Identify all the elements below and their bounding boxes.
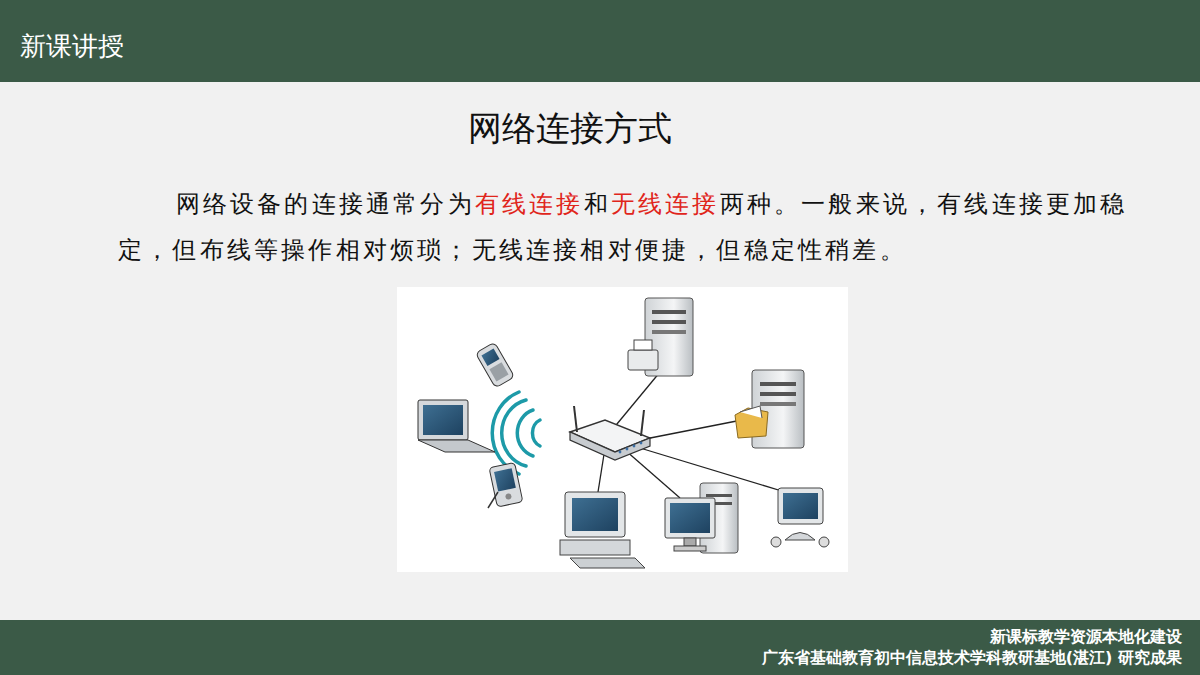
section-heading: 新课讲授 [20, 30, 124, 62]
body-text: 网络设备的连接通常分为 [176, 191, 475, 217]
highlight-text: 有线连接 [475, 191, 584, 217]
body-text: 和 [584, 191, 611, 217]
footer-line: 新课标教学资源本地化建设 [482, 626, 1182, 647]
footer-credits: 新课标教学资源本地化建设 广东省基础教育初中信息技术学科教研基地(湛江) 研究成… [482, 626, 1182, 668]
body-paragraph: 网络设备的连接通常分为有线连接和无线连接两种。一般来说，有线连接更加稳定，但布线… [118, 181, 1138, 273]
footer-line: 广东省基础教育初中信息技术学科教研基地(湛江) 研究成果 [482, 647, 1182, 668]
header-bar [0, 0, 1200, 82]
slide-title: 网络连接方式 [370, 106, 770, 150]
highlight-text: 无线连接 [611, 191, 720, 217]
